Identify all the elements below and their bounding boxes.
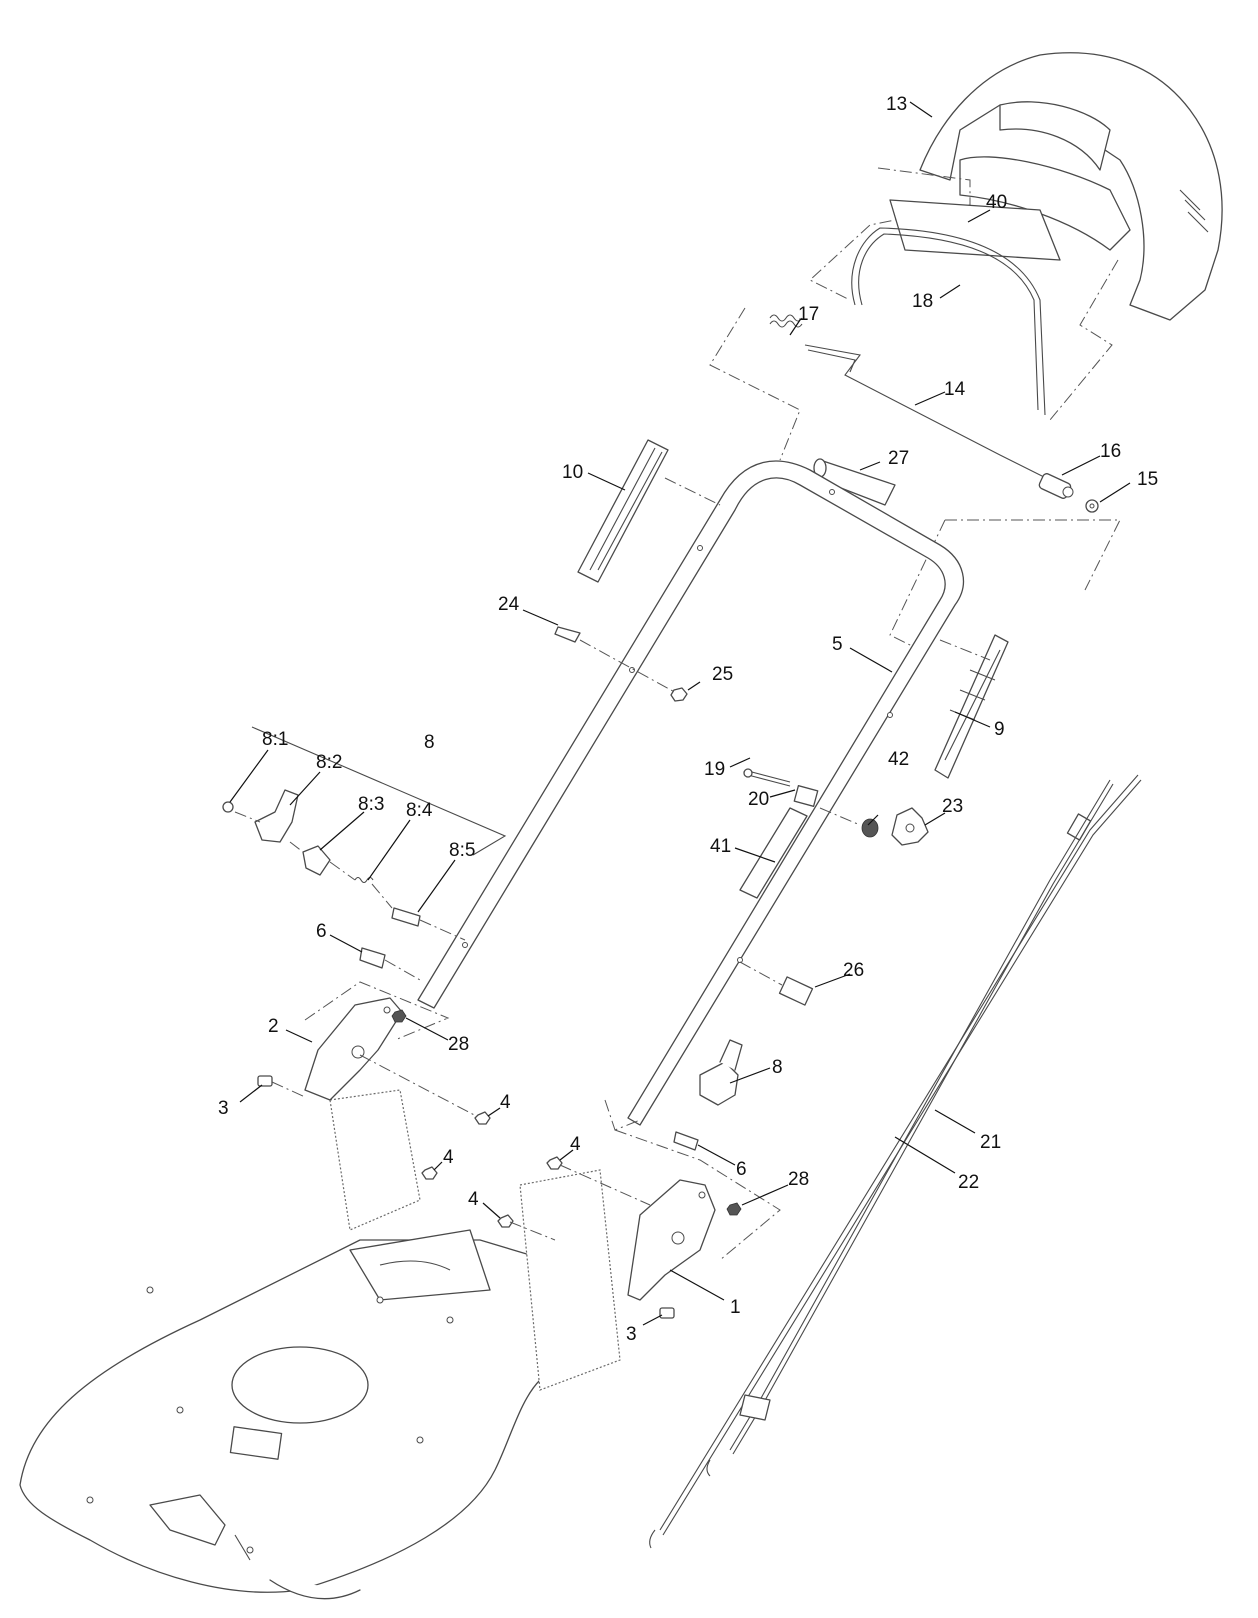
- nut-part-4-a: [474, 1111, 491, 1125]
- leader-lines: [229, 101, 1131, 1326]
- spacer-part-20: [793, 785, 819, 807]
- callout-22: 22: [958, 1172, 979, 1193]
- callout-25: 25: [712, 664, 733, 685]
- callout-18: 18: [912, 291, 933, 312]
- callout-17: 17: [798, 304, 819, 325]
- callout-4-b: 4: [443, 1147, 454, 1168]
- nut-part-25: [670, 687, 688, 702]
- bolt-part-19: [743, 768, 791, 787]
- grass-bag-frame-part-13: [919, 52, 1223, 321]
- callout-3-left: 3: [218, 1098, 229, 1119]
- callout-6-right: 6: [736, 1159, 747, 1180]
- callout-13: 13: [886, 94, 907, 115]
- phantom-outline-lower-right: [889, 519, 1121, 651]
- callout-42: 42: [888, 749, 909, 770]
- callout-24: 24: [498, 594, 520, 615]
- callout-8-left: 8: [424, 732, 435, 753]
- callout-41: 41: [710, 836, 731, 857]
- callout-8-4: 8:4: [406, 800, 433, 821]
- bracket-part-2: [304, 997, 403, 1101]
- callout-8-3: 8:3: [358, 794, 384, 815]
- callout-26: 26: [843, 960, 864, 981]
- knob-part-23: [891, 807, 929, 846]
- callout-1: 1: [730, 1297, 741, 1318]
- washer-part-42: [861, 818, 879, 838]
- callout-8-5: 8:5: [449, 840, 475, 861]
- callout-28-right: 28: [788, 1169, 809, 1190]
- pivot-part-16: [1038, 473, 1074, 499]
- callout-10: 10: [562, 462, 583, 483]
- callout-4-d: 4: [468, 1189, 479, 1210]
- callout-2: 2: [268, 1016, 279, 1037]
- mower-deck: [19, 1089, 621, 1600]
- nut-part-4-d: [497, 1214, 514, 1228]
- phantom-outline-bail: [709, 307, 801, 461]
- callout-15: 15: [1137, 469, 1158, 490]
- callout-16: 16: [1100, 441, 1121, 462]
- bar-part-41: [739, 807, 808, 899]
- callout-4-c: 4: [570, 1134, 581, 1155]
- nut-part-28-left: [391, 1009, 407, 1023]
- cable-clip-part-26: [778, 976, 814, 1006]
- callout-8-2: 8:2: [316, 752, 342, 773]
- callout-8-right: 8: [772, 1057, 783, 1078]
- callout-4-a: 4: [500, 1092, 511, 1113]
- callout-28-left: 28: [448, 1034, 469, 1055]
- nut-part-28-right: [726, 1202, 742, 1216]
- callout-3-right: 3: [626, 1324, 637, 1345]
- bolt-part-3-right: [659, 1307, 675, 1319]
- nut-part-4-c: [546, 1156, 563, 1170]
- cable-guide-part-9: [934, 634, 1009, 779]
- nut-part-4-b: [421, 1166, 438, 1180]
- clip-part-24: [554, 626, 581, 643]
- phantom-outline-top: [809, 167, 971, 301]
- callout-5: 5: [832, 634, 843, 655]
- upper-handle-part-5: [417, 460, 964, 1126]
- shoulder-bolt-part-6-right: [673, 1131, 699, 1151]
- phantom-outline-right: [1049, 259, 1119, 421]
- callout-23: 23: [942, 796, 963, 817]
- cable-part-22: [706, 779, 1114, 1477]
- cable-guide-part-10: [577, 439, 669, 583]
- callout-20: 20: [748, 789, 769, 810]
- callout-labels: 13 40 18 17 14 16 15 27 10 24 25 5 9 19 …: [218, 94, 1158, 1345]
- cable-part-21: [649, 774, 1142, 1549]
- callout-40: 40: [986, 192, 1007, 213]
- bolt-part-3-left: [257, 1075, 306, 1098]
- callout-6-left: 6: [316, 921, 327, 942]
- callout-14: 14: [944, 379, 966, 400]
- bail-part-18: [851, 227, 1046, 416]
- callout-27: 27: [888, 448, 909, 469]
- lever-kit-part-8: [222, 726, 507, 941]
- callout-9: 9: [994, 719, 1005, 740]
- washer-part-15: [1085, 499, 1099, 513]
- bar-part-40: [889, 199, 1061, 261]
- callout-21: 21: [980, 1132, 1001, 1153]
- bracket-part-1: [627, 1179, 716, 1301]
- callout-8-1: 8:1: [262, 729, 288, 750]
- height-lever-part-8-right: [699, 1039, 743, 1106]
- shoulder-bolt-part-6-left: [359, 947, 421, 981]
- control-rod-part-14: [804, 344, 1051, 481]
- callout-19: 19: [704, 759, 725, 780]
